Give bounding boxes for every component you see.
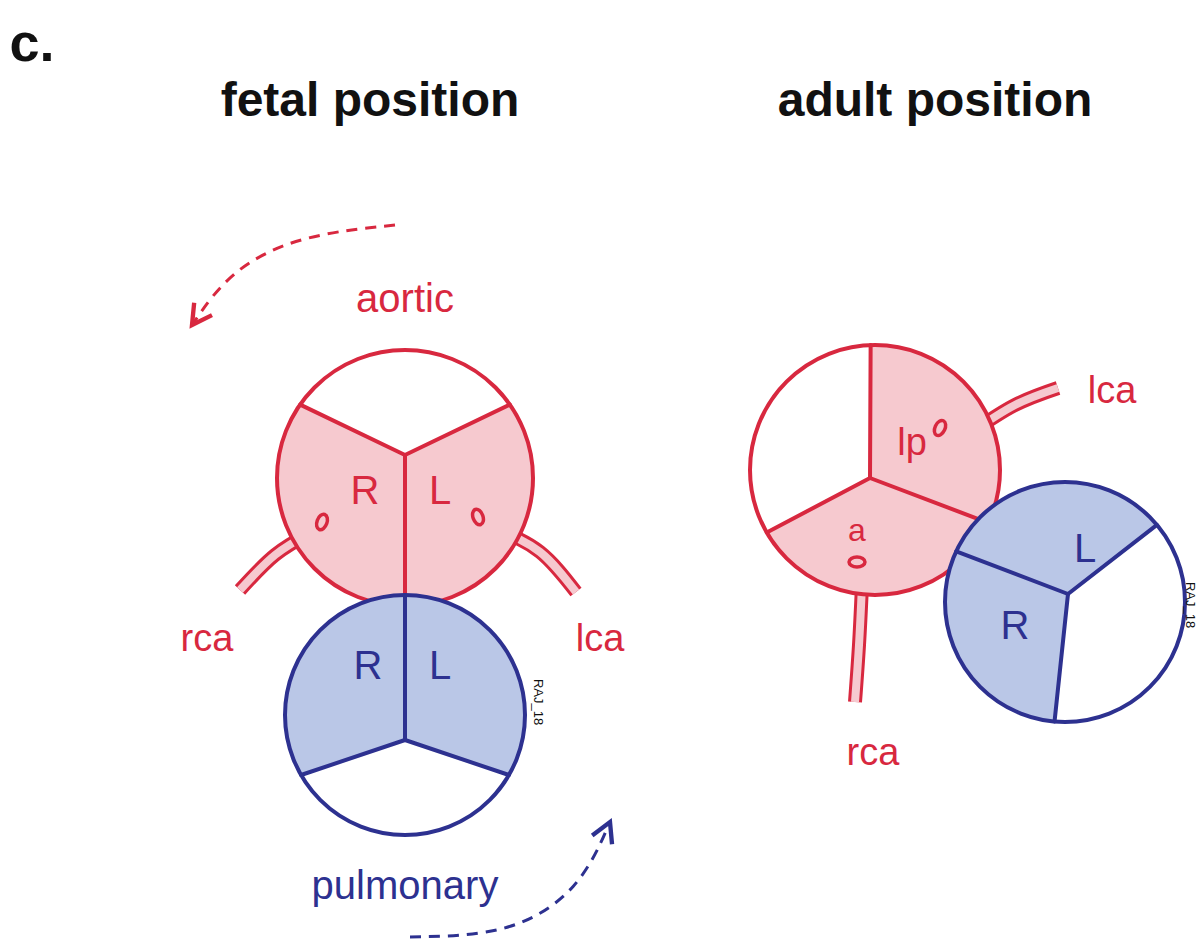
shaded-cusp [870, 345, 1000, 523]
commissure-line [405, 740, 509, 775]
valve-cusp: lp [882, 417, 942, 467]
cusp-label: R [354, 645, 383, 685]
coronary-artery [855, 585, 862, 702]
coronary-lumen [855, 585, 862, 702]
valve-cusp: R [335, 465, 395, 515]
cusp-label: L [429, 470, 451, 510]
pulmonary-valve: pulmonaryRL [285, 595, 525, 835]
valve-cusp: a [827, 505, 887, 555]
valve-outline [285, 595, 525, 835]
artery-label: lca [576, 619, 625, 657]
coronary-ostium [315, 513, 330, 531]
coronary-ostium [849, 557, 865, 567]
valve-shape [277, 350, 533, 606]
column-heading: fetal position [221, 76, 520, 124]
commissure-line [405, 405, 510, 455]
column-heading: adult position [778, 76, 1093, 124]
commissure-line [868, 345, 873, 478]
cusp-label: L [429, 645, 451, 685]
valve-cusp: R [985, 600, 1045, 650]
artery-label: lca [1088, 371, 1137, 409]
artery-label: rca [181, 619, 234, 657]
shaded-cusp [285, 595, 405, 775]
cusp-label: R [1001, 605, 1030, 645]
artery-label: rca [847, 733, 900, 771]
valve-cusp: R [338, 640, 398, 690]
commissure-line [870, 478, 988, 523]
valve-fill [945, 482, 1185, 722]
valve-shape [285, 595, 525, 835]
commissure-line [956, 551, 1068, 594]
commissure-line [300, 405, 405, 455]
cusp-label: a [848, 514, 866, 546]
cusp-label: R [351, 470, 380, 510]
coronary-ostium [471, 508, 486, 526]
commissure-line [403, 455, 407, 606]
coronary-ostium [932, 419, 948, 438]
adult-pulmonary-valve [945, 482, 1185, 722]
valve-cusp: L [410, 640, 470, 690]
artist-signature: RAJ_18 [1184, 582, 1197, 628]
commissure-line [403, 595, 407, 740]
panel-title: c. [9, 15, 54, 69]
commissure-line [1055, 594, 1068, 722]
commissure-line [1068, 525, 1157, 594]
valve-heading: aortic [356, 278, 454, 318]
valve-fill [277, 350, 533, 606]
shaded-cusp [405, 595, 525, 775]
valve-cusp: L [410, 465, 470, 515]
cusp-label: lp [897, 423, 927, 461]
shaded-cusp [405, 405, 533, 606]
commissure-line [301, 740, 405, 775]
valve-outline [277, 350, 533, 606]
cusp-label: L [1074, 528, 1096, 568]
shaded-cusp [277, 405, 405, 606]
aortic-valve: aorticRL [277, 350, 533, 606]
valve-outline [945, 482, 1185, 722]
artist-signature: RAJ_18 [532, 679, 545, 725]
valve-cusp: L [1055, 523, 1115, 573]
valve-heading: pulmonary [312, 865, 499, 905]
valve-fill [285, 595, 525, 835]
